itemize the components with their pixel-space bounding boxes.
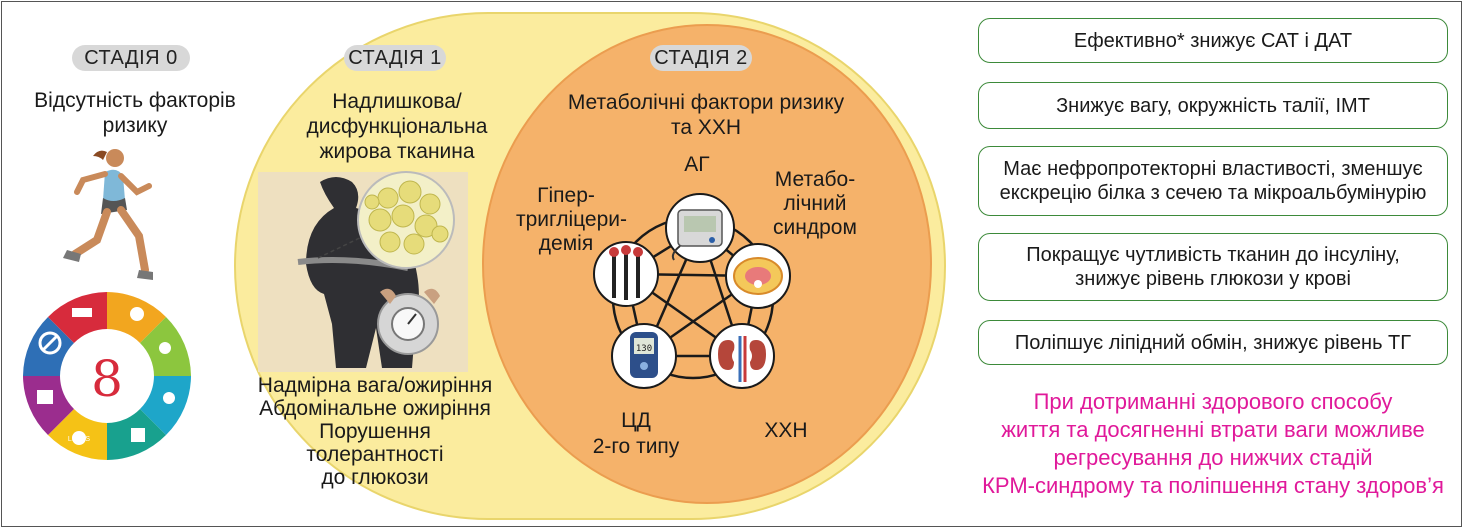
wheel-lipids-badge: LIPIDS: [68, 436, 91, 443]
benefit-box-insulin: Покращує чутливість тканин до інсуліну, …: [978, 233, 1448, 301]
glucometer-icon: 130: [611, 323, 677, 389]
stage0-text: Відсутність факторів ризику: [34, 89, 236, 137]
node-metabolic-syndrome-label: Метабо- лічний синдром: [773, 168, 857, 239]
benefit-box-lipids: Поліпшує ліпідний обмін, знижує рівень Т…: [978, 320, 1448, 365]
glucometer-reading: 130: [636, 344, 652, 354]
stage2-label: СТАДІЯ 2: [650, 45, 752, 71]
regression-note: При дотриманні здорового способу життя т…: [982, 389, 1444, 498]
stage1-label: СТАДІЯ 1: [344, 45, 446, 71]
benefit-box-weight: Знижує вагу, окружність талії, ІМТ: [978, 82, 1448, 129]
stage2-text: Метаболічні фактори ризику та ХХН: [567, 91, 845, 139]
runner-icon: [63, 149, 153, 280]
risk-factor-network: 130: [593, 193, 791, 389]
kidneys-icon: [709, 323, 775, 389]
stage1-bottom-text: Надмірна вага/ожиріння Абдомінальне ожир…: [257, 374, 493, 489]
lipid-molecules-icon: [593, 241, 659, 307]
lifes-essential-8-wheel-icon: 8 LIPIDS: [23, 292, 191, 460]
node-ckd-label: ХХН: [764, 419, 808, 442]
stage0-label: СТАДІЯ 0: [72, 45, 190, 71]
node-hypertriglyceridemia-label: Гіпер- тригліцери- демія: [516, 184, 628, 255]
blood-pressure-monitor-icon: [665, 193, 735, 263]
stage1-text: Надлишкова/ дисфункціональна жирова ткан…: [306, 90, 488, 163]
node-diabetes-label: ЦД 2-го типу: [592, 409, 680, 458]
benefit-box-nephro: Має нефропротекторні властивості, зменшу…: [978, 146, 1448, 216]
node-ag-label: АГ: [684, 153, 710, 176]
abdominal-cross-section-icon: [725, 243, 791, 309]
obesity-illustration-icon: [258, 171, 468, 372]
wheel-number: 8: [91, 350, 123, 408]
stage2-circle: [482, 24, 932, 504]
benefit-box-bp: Ефективно* знижує САТ і ДАТ: [978, 18, 1448, 63]
